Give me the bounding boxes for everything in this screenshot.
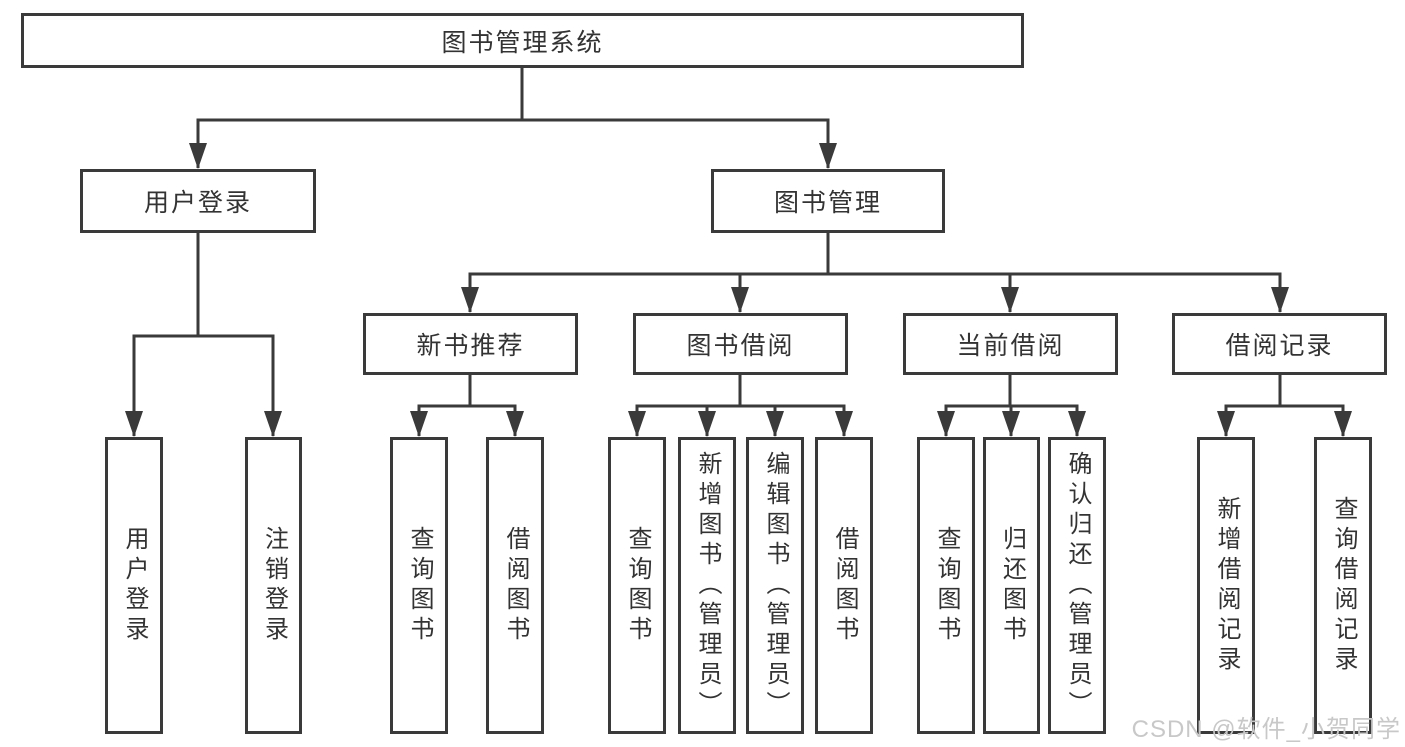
node-book-borrowing-label: 图书借阅: [686, 332, 795, 360]
leaf-current-query-books-label: 查询图书: [933, 525, 960, 646]
node-borrowing-records-label: 借阅记录: [1225, 332, 1334, 360]
node-current-borrowing-label: 当前借阅: [956, 332, 1065, 360]
leaf-recommend-borrow-books-label: 借阅图书: [502, 525, 529, 646]
node-book-management-label: 图书管理: [773, 189, 882, 217]
node-user-login: 用户登录: [80, 169, 316, 233]
leaf-recommend-borrow-books: 借阅图书: [486, 437, 544, 734]
leaf-current-query-books: 查询图书: [917, 437, 975, 734]
node-library-management-system-label: 图书管理系统: [441, 28, 604, 57]
leaf-borrow-edit-books-admin-label: 编辑图书（管理员）: [762, 450, 789, 721]
leaf-records-add-borrow-record: 新增借阅记录: [1197, 437, 1255, 734]
leaf-logout-label: 注销登录: [260, 525, 288, 646]
node-book-management: 图书管理: [711, 169, 945, 233]
leaf-recommend-query-books-label: 查询图书: [406, 525, 433, 646]
node-new-book-recommend-label: 新书推荐: [416, 332, 525, 360]
node-user-login-label: 用户登录: [143, 189, 252, 217]
leaf-current-return-books: 归还图书: [983, 437, 1040, 734]
leaf-current-return-books-label: 归还图书: [998, 525, 1026, 646]
leaf-records-query-borrow-record: 查询借阅记录: [1314, 437, 1372, 734]
leaf-user-login: 用户登录: [105, 437, 163, 734]
leaf-borrow-borrow-books: 借阅图书: [815, 437, 873, 734]
node-new-book-recommend: 新书推荐: [363, 313, 578, 375]
leaf-records-add-borrow-record-label: 新增借阅记录: [1213, 495, 1240, 676]
leaf-borrow-query-books: 查询图书: [608, 437, 666, 734]
leaf-current-confirm-return-admin: 确认归还（管理员）: [1048, 437, 1106, 734]
node-current-borrowing: 当前借阅: [903, 313, 1118, 375]
leaf-logout: 注销登录: [245, 437, 302, 734]
connector-stems: [132, 66, 1345, 408]
leaf-borrow-borrow-books-label: 借阅图书: [831, 525, 858, 646]
leaf-current-confirm-return-admin-label: 确认归还（管理员）: [1064, 450, 1091, 721]
leaf-borrow-query-books-label: 查询图书: [624, 525, 651, 646]
node-borrowing-records: 借阅记录: [1172, 313, 1387, 375]
leaf-recommend-query-books: 查询图书: [390, 437, 448, 734]
leaf-records-query-borrow-record-label: 查询借阅记录: [1330, 495, 1357, 676]
leaf-borrow-add-books-admin: 新增图书（管理员）: [678, 437, 736, 734]
leaf-user-login-label: 用户登录: [121, 525, 148, 646]
leaf-borrow-edit-books-admin: 编辑图书（管理员）: [746, 437, 804, 734]
connector-arrows: [125, 120, 1352, 437]
node-book-borrowing: 图书借阅: [633, 313, 848, 375]
leaf-borrow-add-books-admin-label: 新增图书（管理员）: [694, 450, 721, 721]
node-library-management-system: 图书管理系统: [21, 13, 1024, 68]
csdn-watermark: CSDN @软件_小贺同学: [1131, 716, 1401, 743]
